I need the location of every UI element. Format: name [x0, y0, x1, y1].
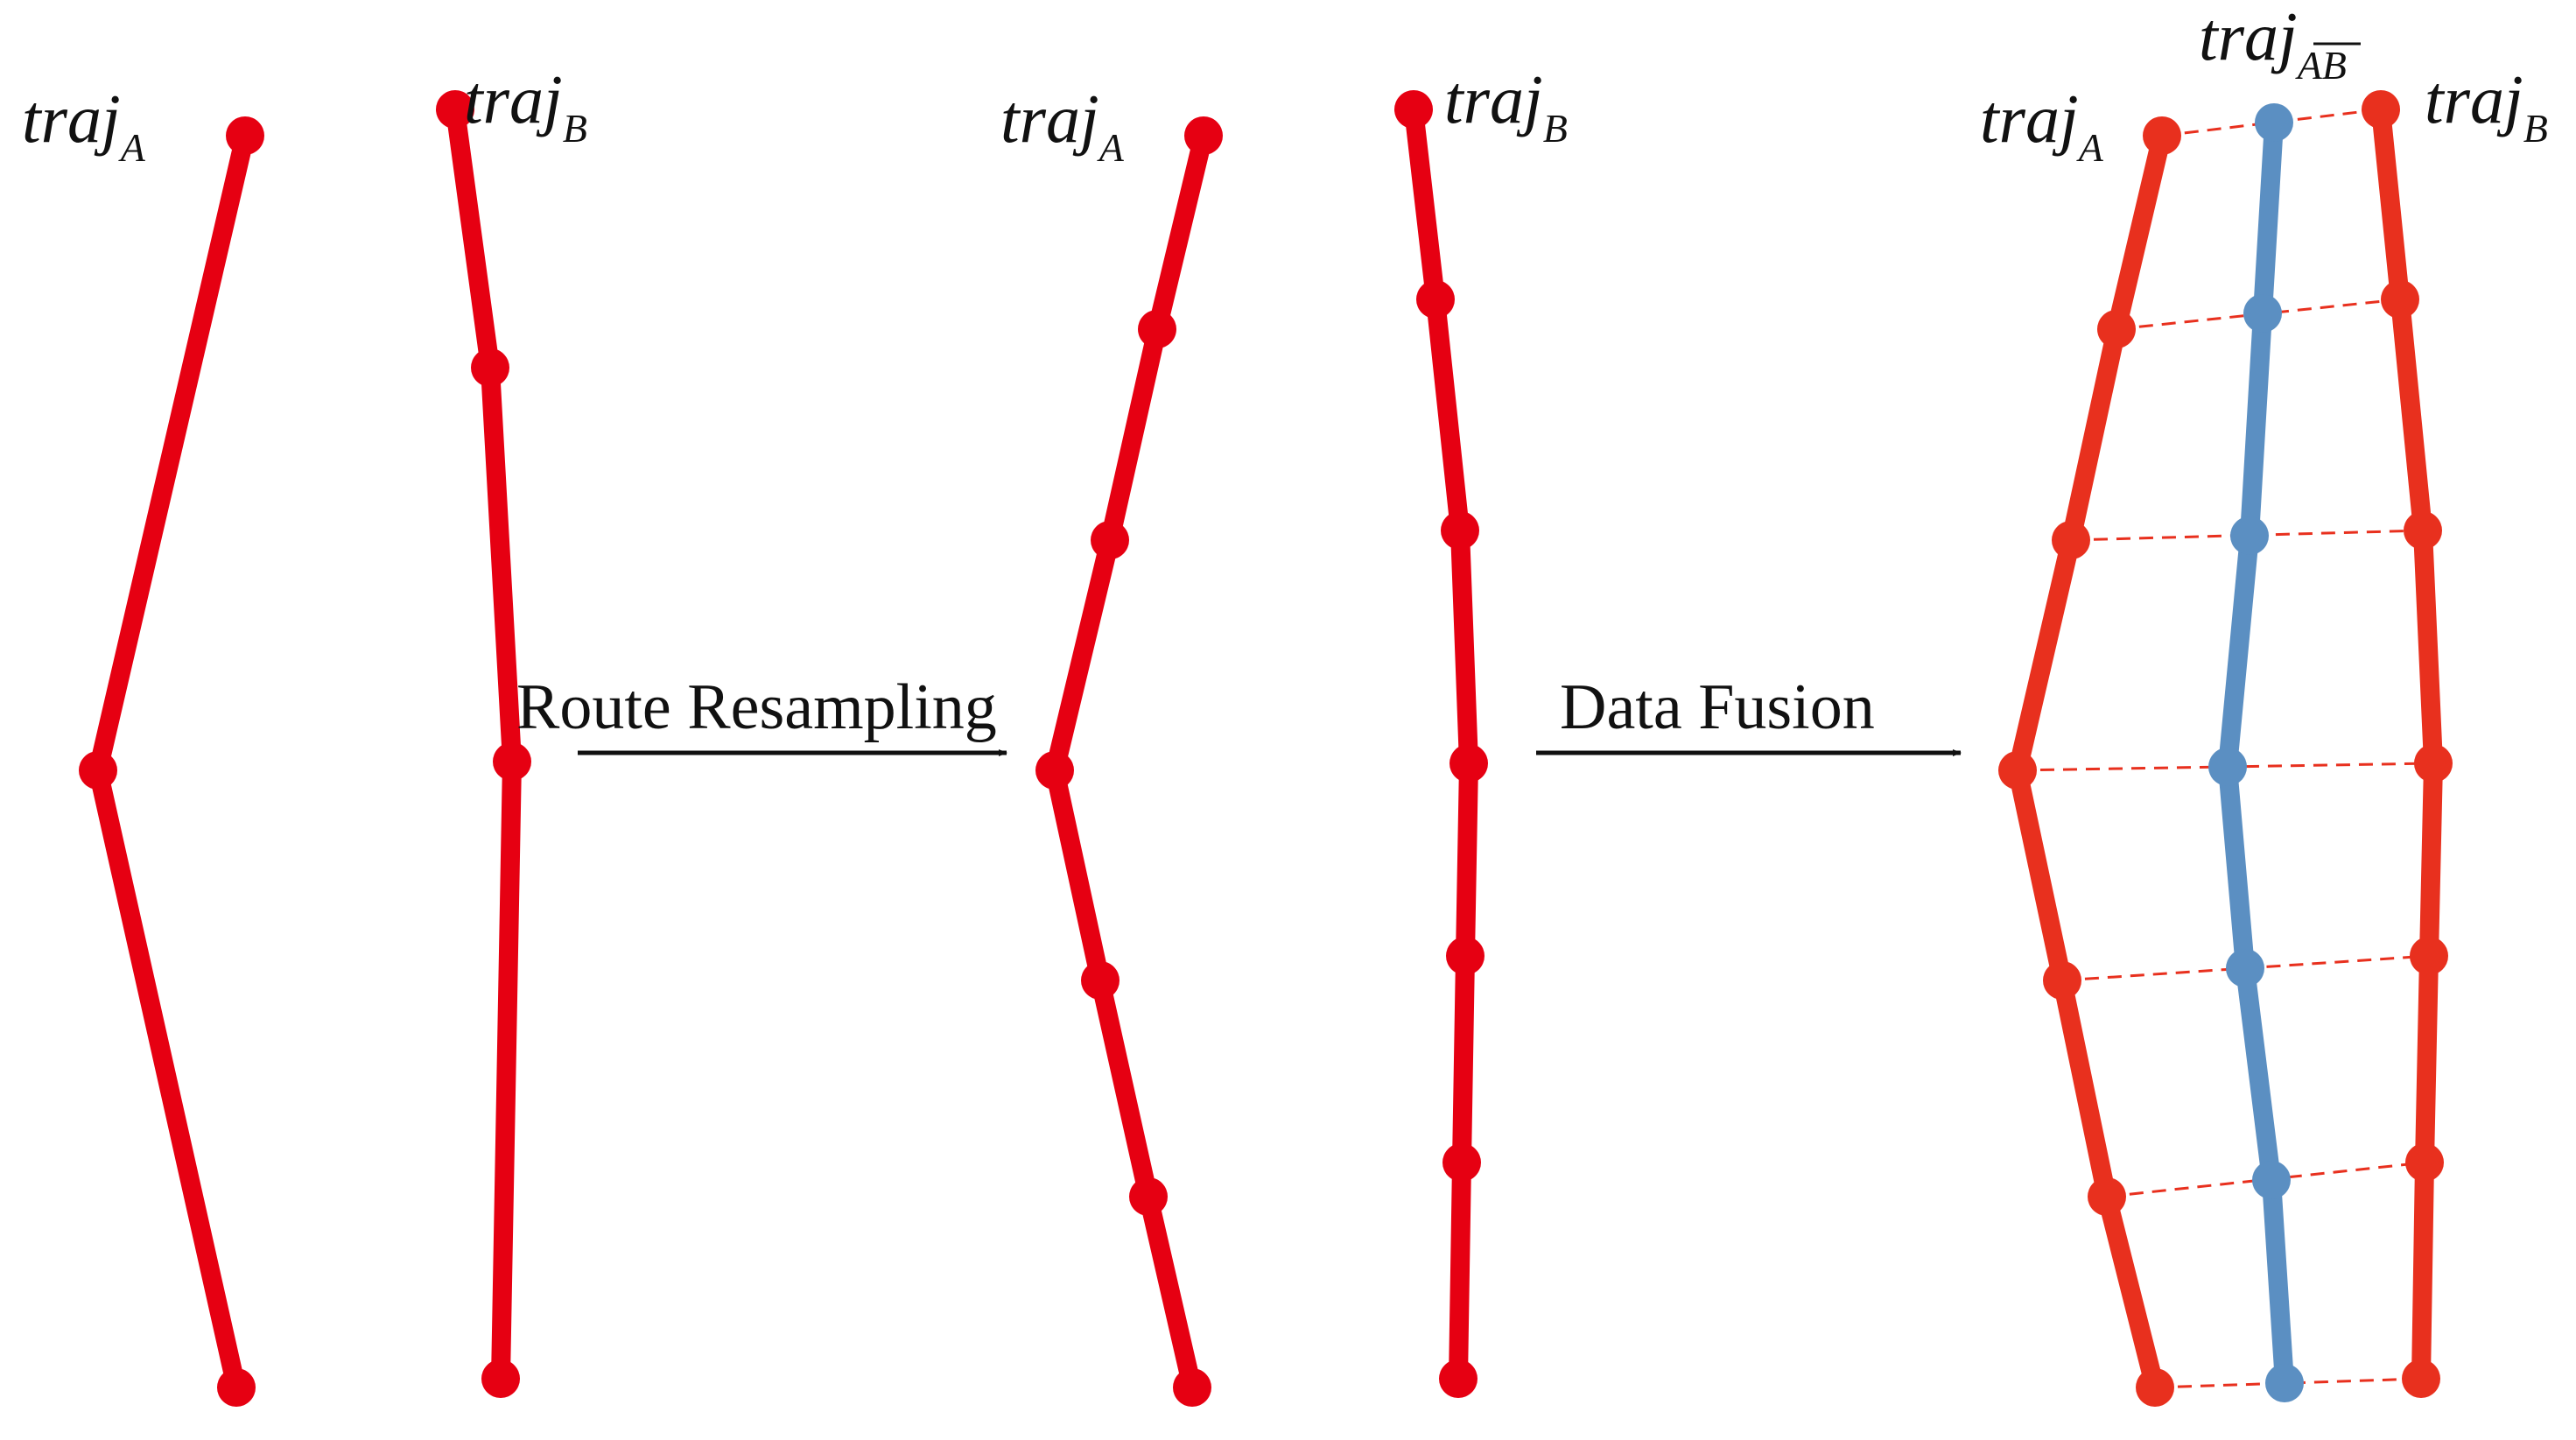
- resampled-traj-a-point-3: [1091, 521, 1129, 559]
- resampled-traj-b-point-6: [1442, 1143, 1481, 1182]
- fused-traj-ab-point-3: [2230, 516, 2269, 555]
- resampled-traj-b-point-5: [1446, 937, 1485, 975]
- resampled-traj-a-point-1: [1184, 116, 1223, 155]
- fused-traj-b-point-4: [2414, 744, 2453, 783]
- resampled-traj-b-point-4: [1449, 744, 1488, 783]
- resampled-traj-a-point-6: [1129, 1177, 1168, 1216]
- fused-traj-b-point-6: [2405, 1143, 2444, 1182]
- fused-traj-a-point-6: [2088, 1177, 2126, 1216]
- resampled-traj-a-point-5: [1081, 961, 1120, 1000]
- panel-original: [79, 90, 531, 1407]
- fused-traj-b-point-2: [2381, 280, 2419, 319]
- original-traj-b-point-1: [436, 90, 474, 129]
- route-resampling-label: Route Resampling: [516, 671, 997, 743]
- label-traj-ab: trajAB: [2199, 0, 2347, 88]
- connector-line-3: [2070, 529, 2424, 542]
- original-traj-b-line: [446, 100, 522, 1388]
- original-traj-a-point-2: [79, 751, 117, 790]
- resampled-traj-b-point-3: [1441, 511, 1479, 550]
- fused-traj-a-point-5: [2043, 961, 2081, 1000]
- fused-traj-ab-point-5: [2226, 949, 2264, 987]
- original-traj-b-point-4: [481, 1359, 520, 1398]
- fused-traj-a-point-2: [2097, 310, 2136, 348]
- label-traj-a-2: trajA: [1000, 81, 1125, 170]
- fused-traj-ab-point-4: [2208, 748, 2247, 786]
- fused-traj-a-point-1: [2143, 116, 2181, 155]
- label-traj-a-3: trajA: [1980, 81, 2104, 170]
- fused-traj-b-point-3: [2404, 511, 2442, 550]
- fused-traj-ab-point-2: [2243, 294, 2282, 333]
- original-traj-a-line: [88, 126, 255, 1397]
- fused-traj-ab-point-7: [2265, 1364, 2304, 1402]
- fused-traj-a-point-4: [1998, 751, 2037, 790]
- original-traj-a-point-3: [217, 1368, 256, 1407]
- label-traj-b-3: trajB: [2425, 61, 2548, 151]
- resampled-traj-a-line: [1045, 126, 1213, 1397]
- fused-traj-a-point-7: [2136, 1368, 2174, 1407]
- original-traj-b-point-3: [493, 742, 531, 781]
- fused-traj-b-point-5: [2410, 937, 2448, 975]
- resampled-traj-a-point-2: [1138, 310, 1176, 348]
- fused-traj-ab-point-6: [2252, 1161, 2291, 1199]
- panel-fused: [1998, 90, 2453, 1407]
- data-fusion-label: Data Fusion: [1560, 671, 1875, 743]
- fused-traj-b-point-1: [2362, 90, 2400, 129]
- panel-resampled: [1035, 90, 1488, 1407]
- original-traj-b-point-2: [471, 348, 509, 387]
- resampled-traj-b-point-7: [1439, 1359, 1478, 1398]
- resampled-traj-b-point-1: [1394, 90, 1433, 129]
- label-traj-a-1: trajA: [22, 81, 146, 170]
- resampled-traj-a-point-4: [1035, 751, 1074, 790]
- resampled-traj-b-point-2: [1416, 280, 1455, 319]
- fused-traj-a-point-3: [2052, 521, 2090, 559]
- label-traj-b-1: trajB: [464, 61, 587, 151]
- resampled-traj-a-point-7: [1173, 1368, 1211, 1407]
- fused-traj-b-point-7: [2402, 1359, 2440, 1398]
- connector-line-1: [2161, 108, 2382, 137]
- label-traj-b-2: trajB: [1444, 61, 1568, 151]
- fused-traj-ab-point-1: [2255, 103, 2293, 142]
- original-traj-a-point-1: [226, 116, 264, 155]
